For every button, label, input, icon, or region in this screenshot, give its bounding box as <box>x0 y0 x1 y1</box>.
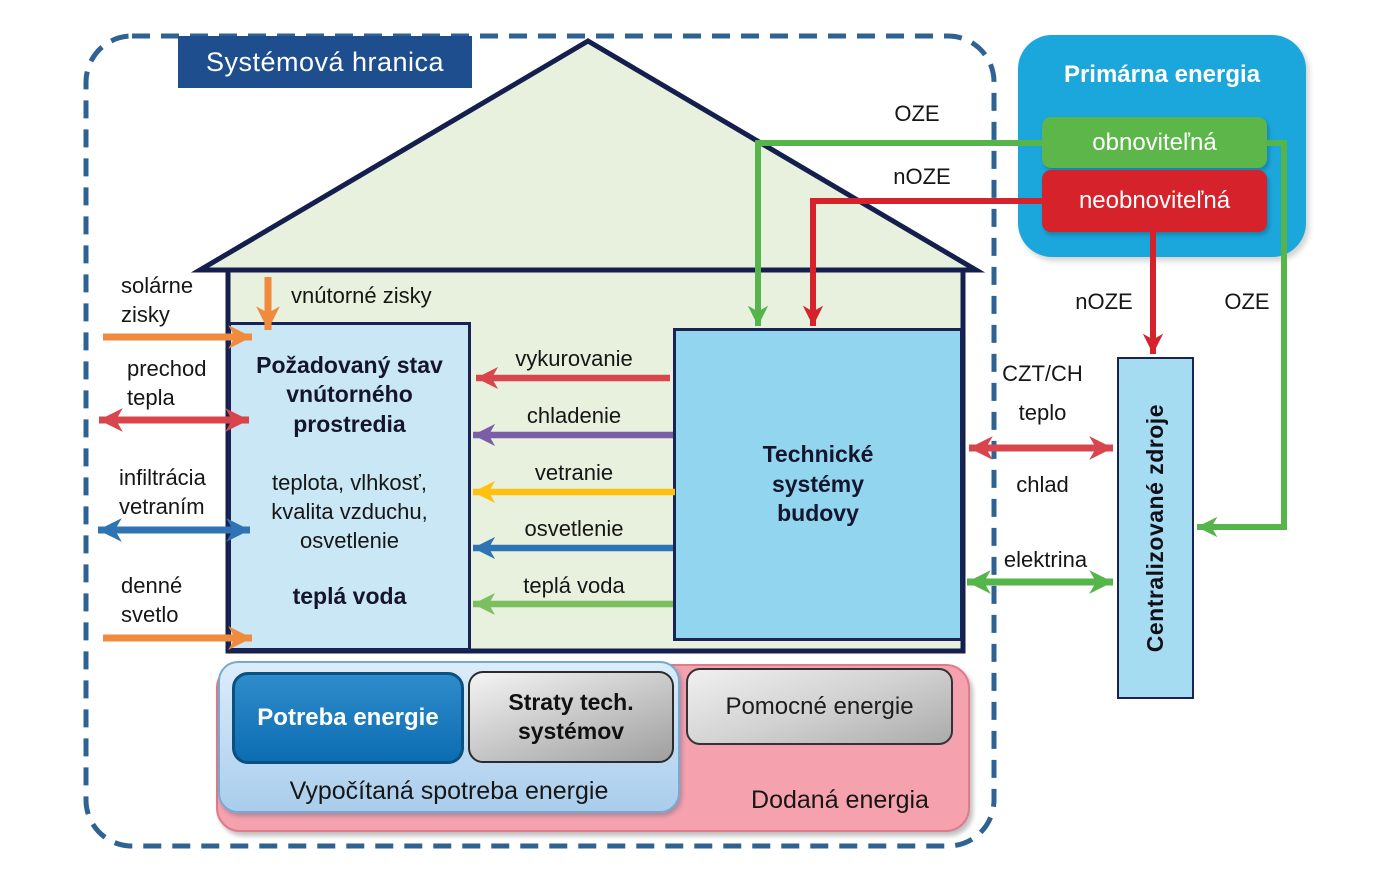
primary-energy-title: Primárna energia <box>1063 61 1261 88</box>
hot-water-flow-label: teplá voda <box>523 573 625 598</box>
indoor-environment-title: Požadovaný stav vnútorného prostredia <box>256 352 443 437</box>
czt-ch-label: CZT/CH <box>1002 361 1083 386</box>
indoor-environment-parameters: teplota, vlhkosť, kvalita vzduchu, osvet… <box>271 470 428 553</box>
cooling-label: chladenie <box>526 403 622 428</box>
infiltration-label: infiltrácia vetraním <box>119 465 206 520</box>
noze-house-label: nOZE <box>893 164 951 189</box>
electricity-label: elektrina <box>1003 547 1088 572</box>
energy-need-box: Potreba energie <box>232 672 464 764</box>
oze-house-label: OZE <box>894 101 940 126</box>
centralized-sources-label: Centralizované zdroje <box>1142 403 1168 653</box>
delivered-energy-label: Dodaná energia <box>751 786 929 814</box>
technical-systems-box: Technické systémy budovy <box>673 328 963 641</box>
system-losses-box: Straty tech. systémov <box>468 671 674 763</box>
system-boundary-title-label: Systémová hranica <box>205 46 445 77</box>
oze-central-label: OZE <box>1224 289 1270 314</box>
cold-grid-label: chlad <box>1016 472 1069 497</box>
auxiliary-energy-box: Pomocné energie <box>686 668 953 745</box>
noze-central-label: nOZE <box>1075 289 1133 314</box>
renewable-energy-box: obnoviteľná <box>1042 117 1267 168</box>
energy-need-label: Potreba energie <box>257 704 439 731</box>
solar-gains-label: solárne zisky <box>121 273 194 328</box>
heating-label: vykurovanie <box>515 346 633 371</box>
indoor-environment-hot-water: teplá voda <box>292 583 407 610</box>
nonrenewable-energy-label: neobnoviteľná <box>1078 187 1231 214</box>
centralized-sources-box: Centralizované zdroje <box>1117 357 1194 699</box>
lighting-label: osvetlenie <box>524 516 624 541</box>
system-losses-label: Straty tech. systémov <box>508 689 634 744</box>
heat-grid-label: teplo <box>1018 400 1067 425</box>
system-boundary-title: Systémová hranica <box>178 36 472 88</box>
nonrenewable-energy-box: neobnoviteľná <box>1042 170 1267 232</box>
indoor-environment-box: Požadovaný stav vnútorného prostredia te… <box>228 322 471 651</box>
heat-transfer-label: prechod tepla <box>127 356 207 411</box>
auxiliary-energy-label: Pomocné energie <box>725 692 914 720</box>
ventilation-label: vetranie <box>534 460 614 485</box>
daylight-label: denné svetlo <box>121 573 183 628</box>
calculated-consumption-label: Vypočítaná spotreba energie <box>289 777 609 805</box>
internal-gains-label: vnútorné zisky <box>291 283 432 308</box>
technical-systems-label: Technické systémy budovy <box>762 440 874 527</box>
renewable-energy-label: obnoviteľná <box>1092 128 1217 156</box>
